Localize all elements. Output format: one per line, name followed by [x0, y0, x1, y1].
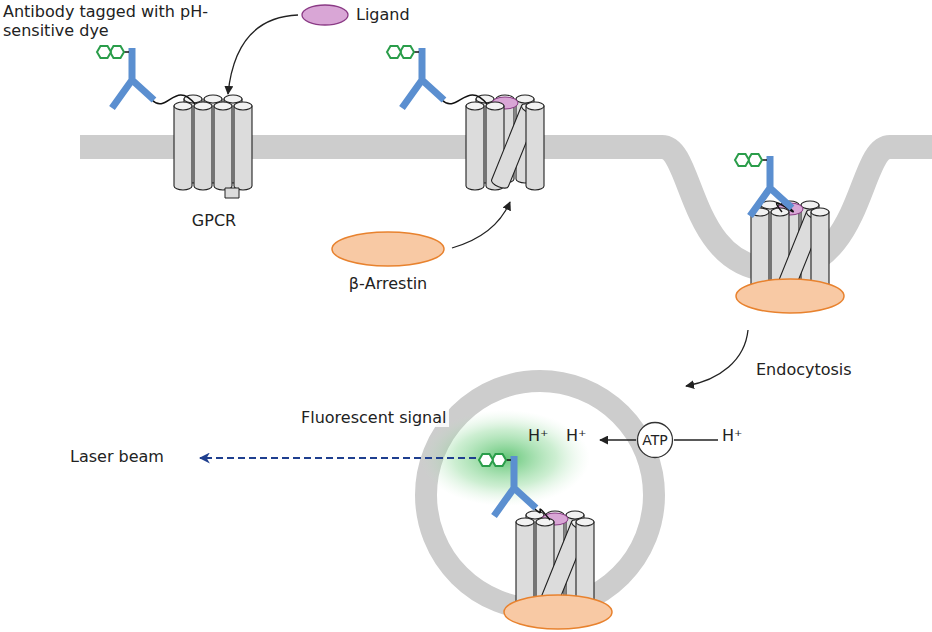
helix: [214, 106, 232, 190]
pump-text-holder: ATP: [636, 421, 674, 459]
gpcr-receptor: [516, 511, 594, 606]
pump-circle: [638, 423, 673, 458]
arrestin-node: β-Arrestin: [330, 230, 446, 293]
proton-arrow-a: [674, 439, 718, 440]
endocytosis-arrow: [686, 330, 748, 386]
arrestin-shape: [332, 232, 444, 266]
helix: [576, 522, 594, 606]
receptor-tail: [225, 188, 239, 198]
helix-top: [194, 102, 212, 110]
arrestin-icon: [330, 230, 446, 268]
atp-pump: ATP: [636, 421, 674, 459]
antibody: [387, 46, 487, 108]
arrestin-arrow: [452, 202, 510, 248]
helix: [516, 522, 534, 606]
pump-label: ATP: [642, 432, 667, 449]
linker: [152, 95, 195, 104]
receptor-label: GPCR: [192, 211, 236, 230]
helix-top: [174, 102, 192, 110]
helix: [174, 106, 192, 190]
helix: [466, 106, 484, 190]
proton-label: H⁺: [722, 426, 742, 445]
signal-label: Fluorescent signal: [298, 408, 449, 427]
antibody: [479, 454, 550, 520]
proton-arrow-b: [600, 439, 636, 440]
helix-top: [811, 208, 829, 216]
dye-ring: [735, 154, 749, 166]
arrestin-shape: [736, 279, 844, 313]
connector-arrow: [228, 15, 298, 94]
proton-label: H⁺: [528, 426, 548, 445]
arrestin-shape: [504, 595, 612, 629]
ligand-shape: [302, 5, 348, 25]
helix-top: [466, 102, 484, 110]
dye-ring: [479, 454, 493, 466]
laser-beam: [200, 457, 476, 459]
receptor-parts: [97, 46, 844, 629]
process-label: Endocytosis: [756, 360, 852, 379]
gpcr-receptor: [174, 95, 252, 198]
antibody: [97, 46, 195, 108]
dye-ring: [97, 46, 111, 58]
helix-top: [234, 102, 252, 110]
gpcr-node: GPCR: [168, 98, 260, 230]
helix: [526, 106, 544, 190]
helix-top: [576, 518, 594, 526]
gpcr-receptor: [466, 95, 544, 190]
dye-ring: [387, 46, 401, 58]
antibody: [735, 154, 793, 216]
proton-label: H⁺: [566, 426, 586, 445]
helix-top: [536, 518, 554, 526]
helix-top: [214, 102, 232, 110]
linker: [534, 508, 550, 520]
ligand-icon: [300, 3, 350, 27]
helix-top: [526, 102, 544, 110]
helix-top: [516, 518, 534, 526]
ligand-node: Ligand: [300, 3, 410, 27]
laser-label: Laser beam: [70, 447, 164, 466]
helix: [194, 106, 212, 190]
arrestin-label: β-Arrestin: [349, 274, 428, 293]
linker: [442, 95, 487, 104]
helix: [234, 106, 252, 190]
helix-top: [486, 102, 504, 110]
antibody-caption: Antibody tagged with pH-sensitive dye: [3, 2, 253, 40]
ligand-label: Ligand: [356, 5, 410, 24]
